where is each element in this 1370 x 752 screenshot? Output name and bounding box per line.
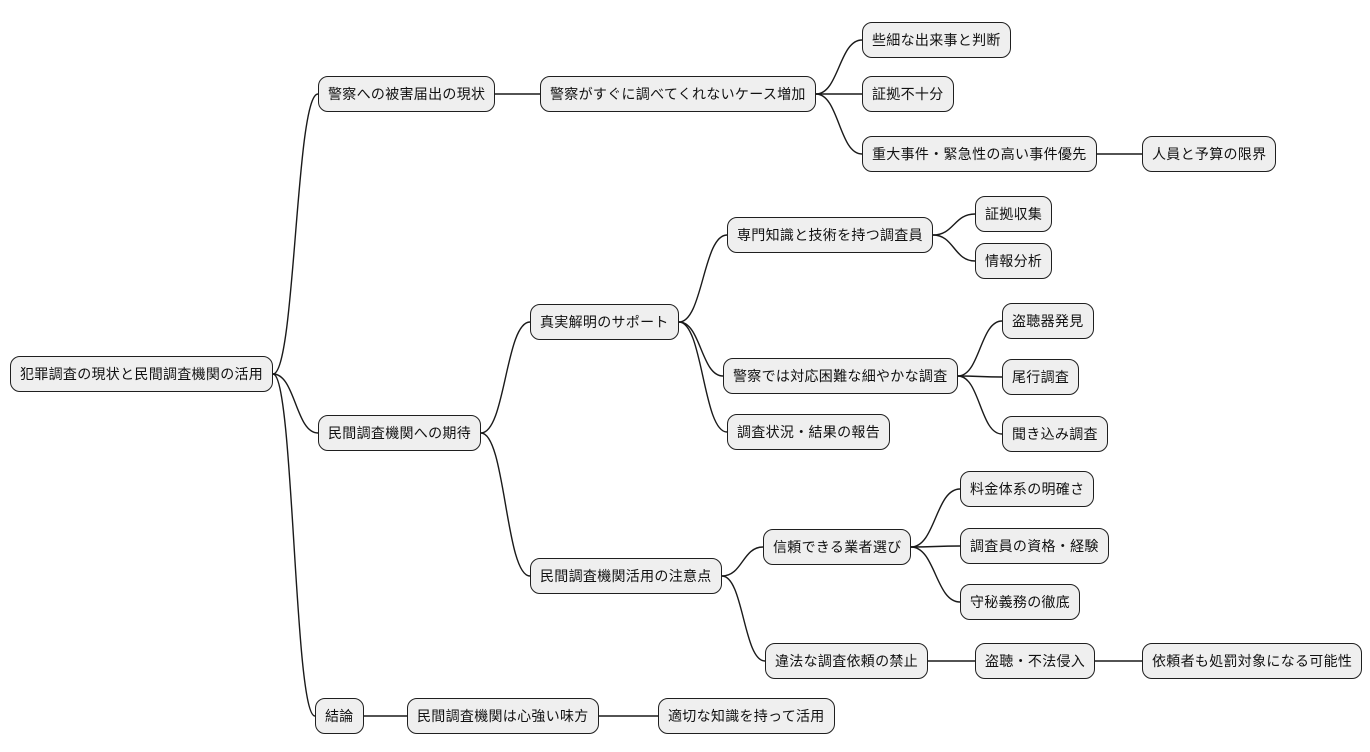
- node-root: 犯罪調査の現状と民間調査機関の活用: [10, 356, 274, 392]
- mindmap-edge: [678, 234, 728, 323]
- node-tailing: 尾行調査: [1002, 359, 1080, 395]
- mindmap-edge: [910, 488, 961, 548]
- node-wiretap-trespass: 盗聴・不法侵入: [975, 643, 1096, 679]
- mindmap-edge: [815, 39, 863, 95]
- node-major-cases-priority: 重大事件・緊急性の高い事件優先: [862, 136, 1097, 172]
- mindmap-edge: [480, 432, 531, 577]
- node-trusted-vendor: 信頼できる業者選び: [763, 529, 912, 565]
- node-interviews: 聞き込み調査: [1002, 416, 1108, 452]
- mindmap-edge: [815, 93, 863, 155]
- mindmap-edge: [932, 213, 976, 236]
- node-expert-investigators: 専門知識と技術を持つ調査員: [727, 217, 933, 253]
- mindmap-edge: [957, 375, 1003, 435]
- node-staff-budget-limits: 人員と予算の限界: [1142, 136, 1277, 172]
- node-evidence-collection: 証拠収集: [975, 196, 1053, 232]
- mindmap-edge: [932, 234, 976, 262]
- node-truth-support: 真実解明のサポート: [530, 304, 679, 340]
- mindmap-edge: [721, 575, 766, 662]
- node-illegal-requests-ban: 違法な調査依頼の禁止: [765, 643, 928, 679]
- mindmap-edge: [910, 546, 961, 603]
- mindmap-edge: [957, 320, 1003, 377]
- mindmap-edge: [721, 546, 764, 577]
- mindmap-edge: [910, 545, 961, 548]
- mindmap-edge: [272, 93, 319, 375]
- node-confidentiality: 守秘義務の徹底: [960, 584, 1081, 620]
- node-reliable-ally: 民間調査機関は心強い味方: [407, 698, 599, 734]
- mindmap-edge: [678, 321, 724, 377]
- mindmap-edge: [272, 373, 319, 434]
- node-trivial-judgment: 些細な出来事と判断: [862, 22, 1011, 58]
- node-expectations-private-agencies: 民間調査機関への期待: [318, 415, 481, 451]
- node-progress-reports: 調査状況・結果の報告: [727, 414, 890, 450]
- mindmap-edge: [957, 375, 1003, 378]
- node-police-slow-response: 警察がすぐに調べてくれないケース増加: [540, 76, 816, 112]
- node-police-report-status: 警察への被害届出の現状: [318, 76, 496, 112]
- mindmap-edge: [480, 321, 531, 434]
- node-conclusion: 結論: [315, 698, 364, 734]
- node-usage-cautions: 民間調査機関活用の注意点: [530, 558, 722, 594]
- node-info-analysis: 情報分析: [975, 243, 1053, 279]
- node-proper-knowledge: 適切な知識を持って活用: [658, 698, 835, 734]
- node-clear-pricing: 料金体系の明確さ: [960, 471, 1095, 507]
- node-qualifications: 調査員の資格・経験: [960, 528, 1109, 564]
- node-bug-detection: 盗聴器発見: [1002, 303, 1094, 339]
- node-client-punishable: 依頼者も処罰対象になる可能性: [1142, 643, 1363, 679]
- mindmap-edge: [678, 321, 728, 433]
- node-insufficient-evidence: 証拠不十分: [862, 76, 954, 112]
- node-detailed-investigations: 警察では対応困難な細やかな調査: [723, 358, 958, 394]
- mindmap-edge: [272, 373, 316, 717]
